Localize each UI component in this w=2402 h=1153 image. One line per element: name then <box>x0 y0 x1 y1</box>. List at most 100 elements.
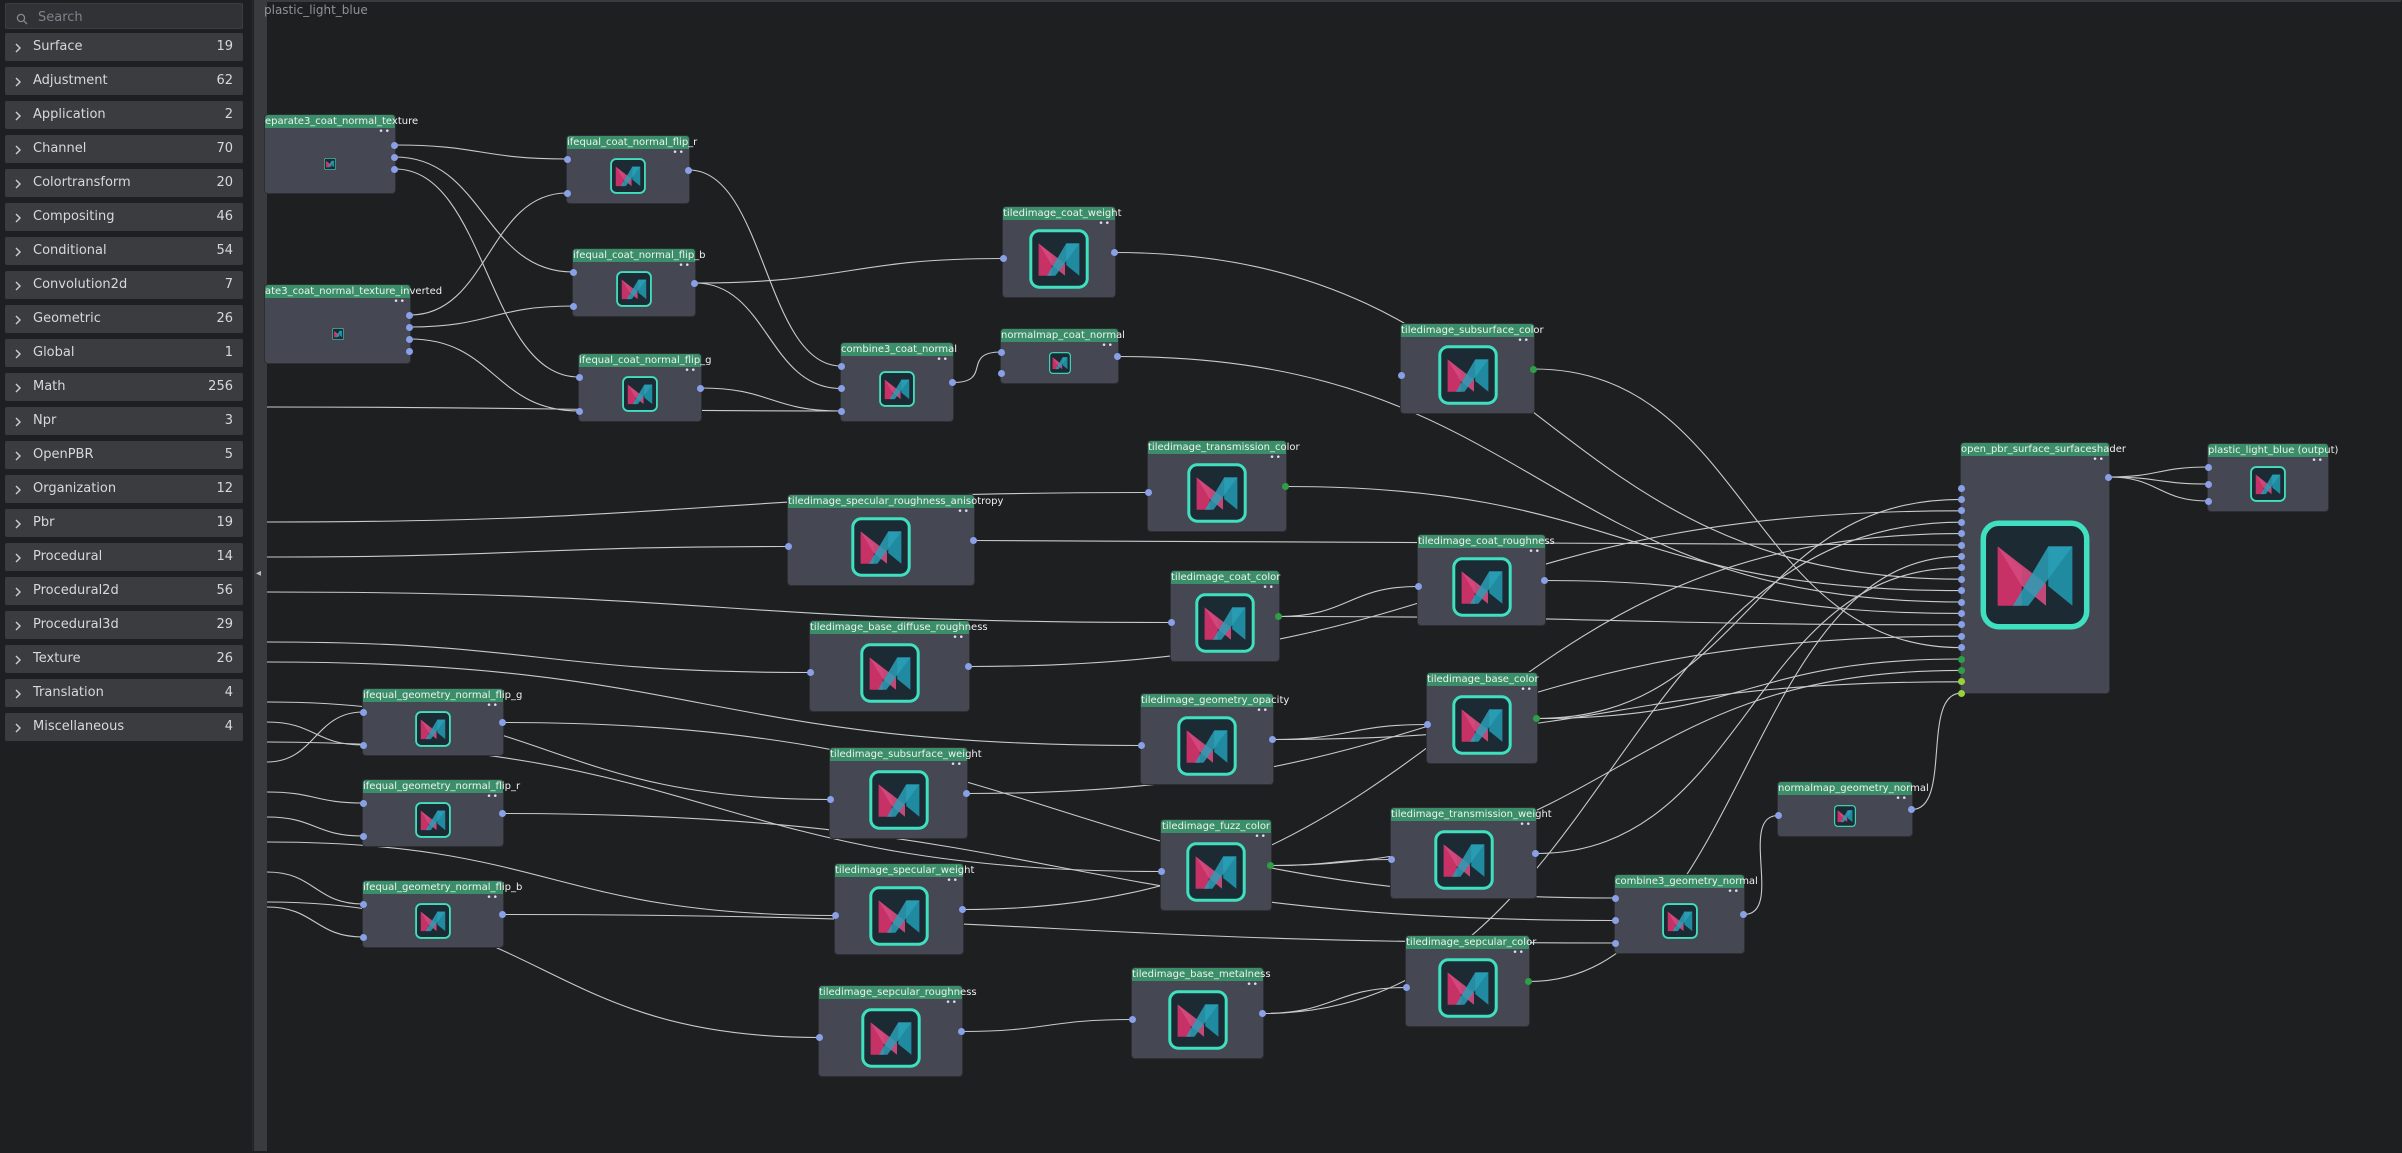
node-title[interactable]: open_pbr_surface_surfaceshader <box>1961 443 2126 456</box>
chevron-right-icon[interactable] <box>14 552 22 567</box>
wire[interactable] <box>1262 986 1407 1015</box>
more-dots-icon[interactable]: •• <box>952 633 965 643</box>
node-sepcular-color[interactable]: tiledimage_sepcular_color•• <box>1403 936 1536 1026</box>
more-dots-icon[interactable]: •• <box>945 998 958 1008</box>
node-sepcular-roughness[interactable]: tiledimage_sepcular_roughness•• <box>816 986 977 1076</box>
node-coat-color[interactable]: tiledimage_coat_color•• <box>1168 571 1282 661</box>
node-title[interactable]: ifequal_geometry_normal_flip_b <box>363 881 523 894</box>
input-port[interactable] <box>564 189 571 197</box>
wire[interactable] <box>694 282 842 390</box>
node-sep-tex[interactable]: eparate3_coat_normal_texture•• <box>265 115 418 193</box>
input-port[interactable] <box>1958 666 1965 674</box>
output-port[interactable] <box>499 810 506 817</box>
more-dots-icon[interactable]: •• <box>1520 685 1533 695</box>
wire[interactable] <box>266 906 364 938</box>
chevron-right-icon[interactable] <box>14 280 22 295</box>
input-port[interactable] <box>1958 575 1965 583</box>
output-port[interactable] <box>1267 862 1274 869</box>
wire[interactable] <box>266 661 1142 747</box>
input-port[interactable] <box>1612 894 1619 902</box>
node-title[interactable]: tiledimage_sepcular_roughness <box>819 986 977 999</box>
output-port[interactable] <box>1111 249 1118 256</box>
wire[interactable] <box>1535 567 1962 855</box>
output-port[interactable] <box>499 911 506 918</box>
wire[interactable] <box>409 305 574 328</box>
output-port[interactable] <box>970 537 977 544</box>
wire[interactable] <box>1272 681 1962 741</box>
input-port[interactable] <box>1138 742 1145 749</box>
chevron-right-icon[interactable] <box>14 212 22 227</box>
output-port[interactable] <box>1525 978 1532 985</box>
wire[interactable] <box>2108 466 2209 478</box>
input-port[interactable] <box>807 669 814 676</box>
wire[interactable] <box>266 871 364 905</box>
more-dots-icon[interactable]: •• <box>486 893 499 903</box>
input-port[interactable] <box>1000 255 1007 262</box>
input-port[interactable] <box>1958 678 1965 686</box>
chevron-right-icon[interactable] <box>14 110 22 125</box>
panel-splitter[interactable]: ◂ <box>254 0 266 1151</box>
wire[interactable] <box>1270 669 1962 867</box>
input-port[interactable] <box>1168 619 1175 626</box>
chevron-right-icon[interactable] <box>14 688 22 703</box>
node-title[interactable]: ate3_coat_normal_texture_inverted <box>265 285 443 298</box>
input-port[interactable] <box>1612 917 1619 924</box>
output-port[interactable] <box>965 663 972 670</box>
node-geom-flip-g[interactable]: ifequal_geometry_normal_flip_g•• <box>360 689 523 755</box>
output-port[interactable] <box>1275 613 1282 620</box>
wire[interactable] <box>266 711 364 763</box>
chevron-right-icon[interactable] <box>14 586 22 601</box>
more-dots-icon[interactable]: •• <box>1519 820 1532 830</box>
output-port[interactable] <box>1282 483 1289 490</box>
wire[interactable] <box>266 591 1172 624</box>
wire[interactable] <box>409 338 580 412</box>
node-normalmap-geom[interactable]: normalmap_geometry_normal•• <box>1775 782 1929 836</box>
node-title[interactable]: ifequal_geometry_normal_flip_r <box>363 780 521 793</box>
output-port[interactable] <box>1530 365 1537 373</box>
more-dots-icon[interactable]: •• <box>946 876 959 886</box>
node-title[interactable]: normalmap_geometry_normal <box>1778 782 1929 795</box>
node-title[interactable]: plastic_light_blue (output) <box>2208 444 2339 457</box>
input-port[interactable] <box>1403 984 1410 991</box>
node-subsurface-color[interactable]: tiledimage_subsurface_color•• <box>1398 324 1544 413</box>
node-openpbr[interactable]: open_pbr_surface_surfaceshader•• <box>1958 443 2126 697</box>
output-port[interactable] <box>391 153 398 161</box>
node-title[interactable]: ifequal_geometry_normal_flip_g <box>363 689 523 702</box>
chevron-right-icon[interactable] <box>14 178 22 193</box>
node-transmission-weight[interactable]: tiledimage_transmission_weight•• <box>1388 808 1552 898</box>
chevron-right-icon[interactable] <box>14 484 22 499</box>
input-port[interactable] <box>1958 530 1965 538</box>
wire[interactable] <box>266 545 789 558</box>
breadcrumb[interactable]: plastic_light_blue <box>264 3 368 17</box>
more-dots-icon[interactable]: •• <box>393 297 406 307</box>
more-dots-icon[interactable]: •• <box>2311 456 2324 466</box>
node-title[interactable]: combine3_coat_normal <box>841 343 958 356</box>
wire[interactable] <box>394 168 580 378</box>
wire[interactable] <box>952 351 1002 384</box>
input-port[interactable] <box>1424 721 1431 728</box>
output-port[interactable] <box>406 323 413 331</box>
more-dots-icon[interactable]: •• <box>1101 341 1114 351</box>
wire[interactable] <box>502 913 1616 944</box>
input-port[interactable] <box>2205 497 2212 505</box>
input-port[interactable] <box>1415 583 1422 590</box>
more-dots-icon[interactable]: •• <box>486 701 499 711</box>
output-port[interactable] <box>1114 353 1121 360</box>
input-port[interactable] <box>998 348 1005 356</box>
chevron-right-icon[interactable] <box>14 314 22 329</box>
input-port[interactable] <box>1958 507 1965 515</box>
chevron-right-icon[interactable] <box>14 620 22 635</box>
chevron-right-icon[interactable] <box>14 518 22 533</box>
search-input[interactable] <box>36 7 240 27</box>
node-geom-flip-r[interactable]: ifequal_geometry_normal_flip_r•• <box>360 780 521 846</box>
more-dots-icon[interactable]: •• <box>1517 336 1530 346</box>
input-port[interactable] <box>2205 480 2212 488</box>
input-port[interactable] <box>827 796 834 803</box>
input-port[interactable] <box>1612 939 1619 947</box>
